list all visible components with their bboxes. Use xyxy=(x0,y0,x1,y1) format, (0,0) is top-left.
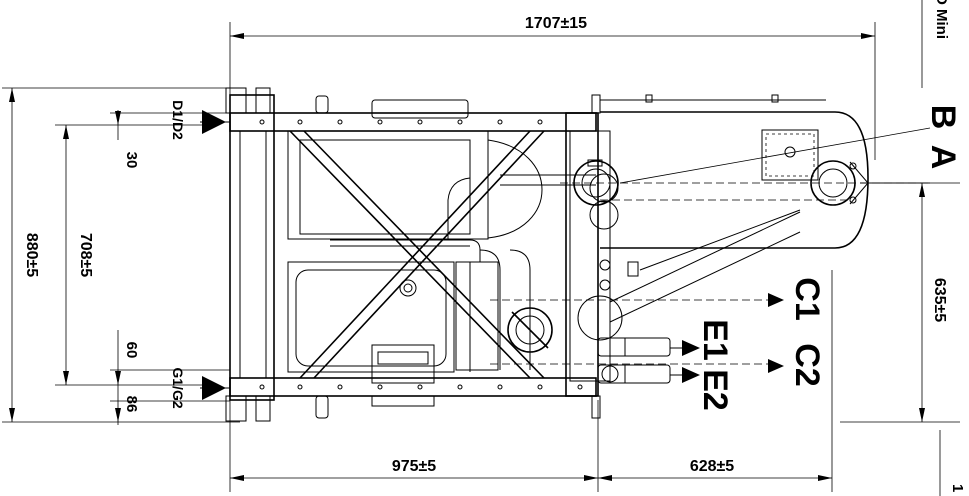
e2-arrow xyxy=(682,367,700,383)
dim-right-height: 635±5 xyxy=(931,278,948,322)
right-panel xyxy=(569,130,801,383)
edge-text-top-right: D Mini xyxy=(933,0,950,39)
e1-arrow xyxy=(682,340,700,356)
edge-text-bottom-right: 1 xyxy=(949,484,966,492)
label-e1: E1 xyxy=(696,319,734,361)
piping xyxy=(330,174,671,384)
dim-width-inner: 708±5 xyxy=(77,233,94,277)
compressor-unit xyxy=(287,99,543,407)
dim-length-left: 975±5 xyxy=(392,458,436,475)
dim-offset-top: 30 xyxy=(123,152,140,169)
base-frame xyxy=(225,87,601,422)
dim-overall-length: 1707±15 xyxy=(525,15,587,32)
label-b: B xyxy=(924,105,962,130)
c1-arrow xyxy=(768,293,784,307)
dim-overall-width: 880±5 xyxy=(23,233,40,277)
connection-leaders xyxy=(200,121,784,389)
label-g1-g2: G1/G2 xyxy=(170,367,186,408)
label-d1-d2: D1/D2 xyxy=(170,100,186,140)
label-e2: E2 xyxy=(696,369,734,411)
label-c1: C1 xyxy=(788,277,826,320)
dim-offset-mid: 60 xyxy=(123,342,140,359)
c2-arrow xyxy=(768,359,784,373)
g-arrow xyxy=(202,376,226,400)
label-c2: C2 xyxy=(788,343,826,386)
label-a: A xyxy=(924,145,962,170)
dim-offset-bottom: 86 xyxy=(123,396,140,413)
dim-length-right: 628±5 xyxy=(690,458,734,475)
bolt-holes xyxy=(259,119,583,390)
d-arrow xyxy=(202,110,226,134)
receiver-tank xyxy=(560,94,930,249)
